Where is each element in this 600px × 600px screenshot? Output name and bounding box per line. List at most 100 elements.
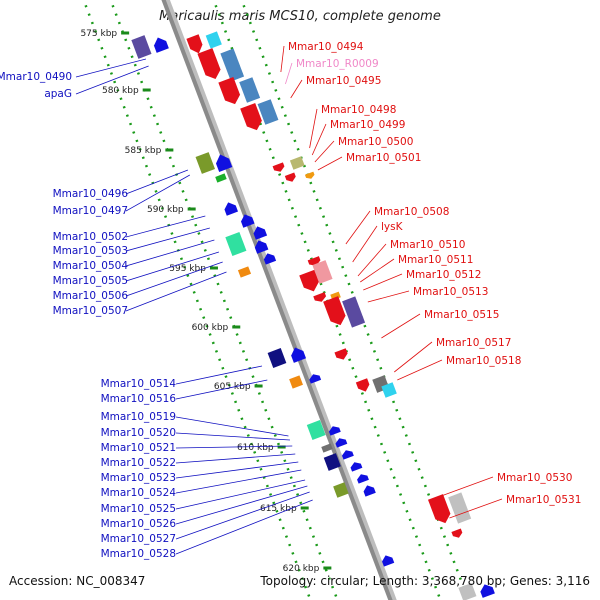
left-gene-label: Mmar10_0522: [101, 457, 176, 469]
gene-0515-box: [342, 296, 366, 328]
genome-backbone: [161, 0, 393, 600]
scale-tick-label: 610 kbp: [237, 443, 274, 453]
right-gene-label: Mmar10_0498: [321, 104, 396, 116]
gene-0497b-box: [215, 173, 227, 183]
left-leader-line: [175, 479, 306, 510]
right-leader-line: [363, 273, 403, 291]
gene-0499-box: [239, 77, 261, 103]
right-leader-line: [360, 258, 395, 283]
left-leader-line: [175, 379, 268, 400]
left-leader-line: [175, 365, 263, 385]
right-leader-line: [367, 290, 410, 303]
scale-tick-label: 575 kbp: [80, 29, 117, 39]
gene-0521-arrow: [335, 438, 348, 448]
gene-apaG-arrow: [153, 37, 169, 53]
scale-tick-label: 580 kbp: [102, 86, 139, 96]
gene-0498-arrow: [218, 77, 241, 105]
gene-0500-arrow: [240, 103, 262, 131]
left-leader-line: [175, 416, 289, 437]
left-gene-label: Mmar10_0514: [101, 378, 177, 390]
right-leader-line: [397, 359, 443, 381]
gene-0521b-box: [321, 443, 333, 453]
left-leader-line: [125, 239, 215, 267]
right-gene-label: Mmar10_0500: [338, 136, 413, 148]
right-leader-line: [381, 313, 421, 339]
left-gene-label: Mmar10_0505: [53, 275, 128, 287]
left-gene-label: Mmar10_0523: [101, 472, 176, 484]
left-leader-line: [175, 453, 296, 464]
left-leader-line: [125, 227, 210, 252]
right-leader-line: [311, 123, 327, 156]
gene-0496-box: [195, 152, 216, 174]
scale-tick-label: 620 kbp: [283, 564, 320, 574]
scale-tick-label: 600 kbp: [192, 323, 229, 333]
right-leader-line: [352, 225, 378, 263]
right-leader-line: [441, 476, 494, 497]
map-title: Maricaulis maris MCS10, complete genome: [159, 9, 441, 24]
left-leader-line: [125, 261, 223, 297]
gene-0516-box: [289, 375, 303, 389]
gene-0531-box: [448, 492, 472, 524]
gene-0494b-box: [205, 31, 222, 49]
left-leader-line: [125, 174, 191, 212]
left-gene-label: Mmar10_0521: [101, 442, 176, 454]
gene-0528-arrow: [382, 555, 395, 567]
right-gene-label: Mmar10_0501: [346, 152, 421, 164]
gene-0515b-arrow: [334, 348, 348, 360]
gene-0513-arrow: [323, 296, 346, 326]
gene-0504-arrow: [253, 226, 268, 240]
right-leader-line: [314, 140, 335, 163]
left-leader-line: [175, 432, 291, 441]
gene-0506-arrow: [263, 253, 277, 265]
left-leader-line: [75, 58, 147, 78]
gene-0497-arrow: [215, 154, 233, 172]
gene-0494-arrow: [186, 34, 203, 54]
right-gene-label: Mmar10_0517: [436, 337, 511, 349]
left-leader-line: [175, 485, 308, 525]
gene-0505b-arrow: [254, 240, 269, 254]
gene-0514b-arrow: [291, 347, 307, 363]
gene-0502-arrow: [224, 202, 239, 216]
right-leader-line: [317, 156, 343, 171]
right-leader-line: [280, 45, 285, 73]
scale-tick-label: 595 kbp: [169, 264, 206, 274]
left-gene-label: Mmar10_0496: [53, 188, 129, 200]
gene-0516b-arrow: [309, 374, 322, 384]
right-gene-label: Mmar10_0495: [306, 75, 381, 87]
right-gene-label: Mmar10_0494: [288, 41, 364, 53]
gene-0501c-arrow: [284, 172, 296, 182]
scale-tick-label: 585 kbp: [125, 146, 162, 156]
left-gene-label: Mmar10_0526: [101, 518, 177, 530]
gene-0501b-arrow: [272, 162, 285, 172]
gene-0524-arrow: [350, 462, 363, 472]
gene-0532-arrow: [480, 584, 495, 598]
gene-0501-box: [289, 156, 305, 170]
left-gene-label: Mmar10_0527: [101, 533, 176, 545]
right-gene-label: Mmar10_0513: [413, 286, 488, 298]
right-gene-label: Mmar10_0512: [406, 269, 481, 281]
gene-0507-box: [237, 266, 252, 278]
gene-0522-arrow: [341, 450, 354, 460]
right-gene-label: Mmar10_0511: [398, 254, 473, 266]
scale-track: [109, 0, 339, 600]
left-gene-label: Mmar10_0497: [53, 205, 128, 217]
gene-0519-box: [306, 420, 326, 440]
gene-lysK-box: [312, 260, 333, 284]
left-leader-line: [125, 271, 227, 312]
left-leader-line: [175, 461, 299, 479]
gene-0530-arrow: [428, 494, 451, 524]
topology-label: Topology: circular; Length: 3,368,780 bp…: [260, 574, 590, 588]
left-leader-line: [175, 445, 293, 449]
right-gene-label: Mmar10_0531: [506, 494, 581, 506]
gene-0526-box: [333, 482, 349, 498]
left-gene-label: Mmar10_0504: [53, 260, 129, 272]
left-gene-label: Mmar10_0516: [101, 393, 177, 405]
left-gene-label: Mmar10_0524: [101, 487, 177, 499]
forward-strand-guide: [212, 0, 442, 600]
left-gene-label: Mmar10_0519: [101, 411, 176, 423]
scale-tick-label: 590 kbp: [147, 205, 184, 215]
right-gene-label: Mmar10_0530: [497, 472, 572, 484]
left-leader-line: [125, 251, 220, 282]
gene-0523-box: [323, 453, 341, 471]
left-gene-label: Mmar10_0506: [53, 290, 129, 302]
